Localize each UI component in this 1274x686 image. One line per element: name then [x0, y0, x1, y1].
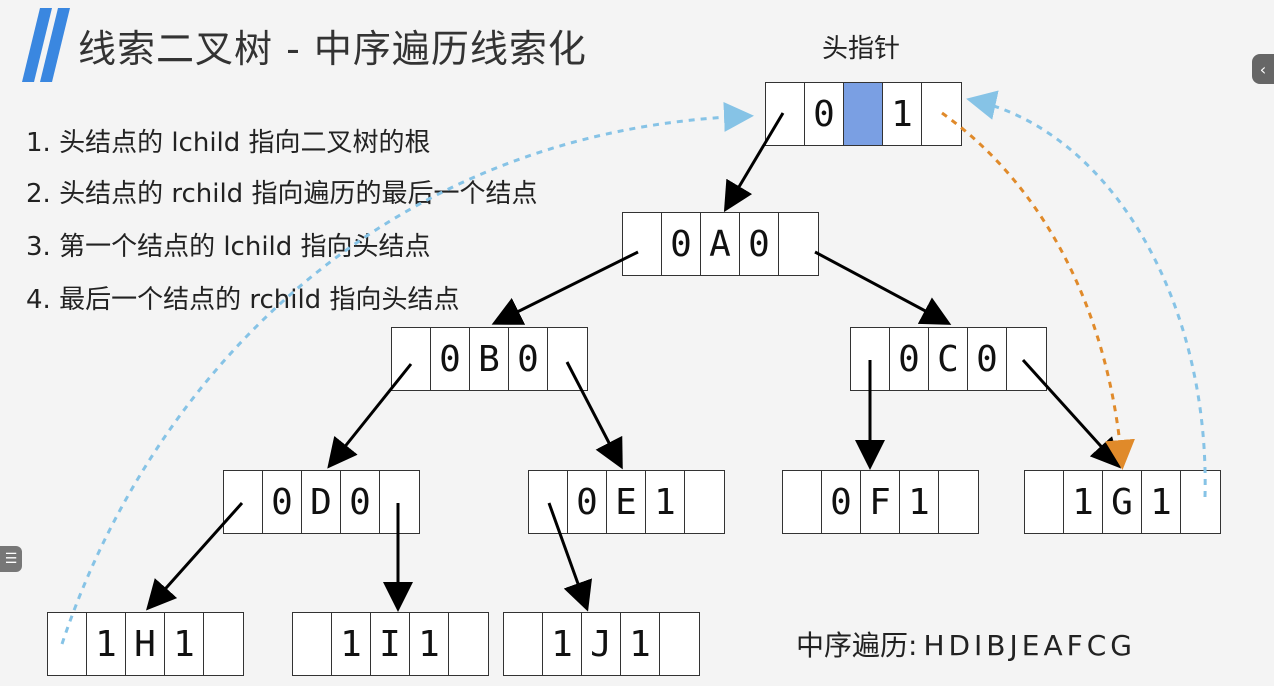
- rule-3: 3. 第一个结点的 lchild 指向头结点: [26, 232, 431, 262]
- node-cell: 1: [165, 613, 204, 675]
- node-cell: 0: [822, 471, 861, 533]
- edge-a-b: [491, 250, 639, 325]
- node-cell: 1: [900, 471, 939, 533]
- edge-b-e: [565, 361, 623, 470]
- title-accent-bars-icon: [22, 8, 70, 82]
- node-cell: [392, 328, 431, 390]
- node-cell: [783, 471, 822, 533]
- traversal-label: 中序遍历:: [796, 629, 918, 662]
- node-cell: 1: [1064, 471, 1103, 533]
- rule-1: 1. 头结点的 lchild 指向二叉树的根: [26, 128, 431, 158]
- node-cell: I: [371, 613, 410, 675]
- inorder-sequence: 中序遍历:HDIBJEAFCG: [796, 624, 1136, 664]
- node-cell: [529, 471, 568, 533]
- edge-b-d: [327, 363, 413, 469]
- head-node-ltag: 0: [805, 83, 844, 145]
- head-node-rtag: 1: [883, 83, 922, 145]
- node-cell: 0: [431, 328, 470, 390]
- node-cell: 1: [332, 613, 371, 675]
- node-cell: J: [582, 613, 621, 675]
- node-cell: 0: [568, 471, 607, 533]
- node-cell: 0: [341, 471, 380, 533]
- node-cell: [293, 613, 332, 675]
- node-cell: 0: [263, 471, 302, 533]
- node-cell: [504, 613, 543, 675]
- collapse-chevron-icon[interactable]: ‹: [1252, 54, 1274, 84]
- node-cell: F: [861, 471, 900, 533]
- node-cell: 1: [410, 613, 449, 675]
- node-cell: H: [126, 613, 165, 675]
- node-cell: C: [929, 328, 968, 390]
- node-cell: D: [302, 471, 341, 533]
- head-node: 0 1: [765, 82, 962, 146]
- node-cell: [224, 471, 263, 533]
- node-cell: [1025, 471, 1064, 533]
- rule-2: 2. 头结点的 rchild 指向遍历的最后一个结点: [26, 179, 538, 209]
- node-cell: 1: [87, 613, 126, 675]
- edge-head-a: [723, 112, 785, 213]
- head-node-lchild: [766, 83, 805, 145]
- node-cell: 0: [740, 213, 779, 275]
- node-cell: 1: [646, 471, 685, 533]
- node-cell: B: [470, 328, 509, 390]
- thread-h-to-head: [60, 101, 754, 645]
- edge-d-h: [146, 502, 244, 611]
- list-icon[interactable]: ☰: [0, 546, 22, 572]
- rule-4: 4. 最后一个结点的 rchild 指向头结点: [26, 285, 460, 315]
- node-cell: 0: [509, 328, 548, 390]
- node-cell: [851, 328, 890, 390]
- head-pointer-label: 头指针: [822, 34, 901, 64]
- node-cell: 0: [890, 328, 929, 390]
- node-cell: [623, 213, 662, 275]
- node-cell: 1: [543, 613, 582, 675]
- node-cell: [48, 613, 87, 675]
- node-cell: G: [1103, 471, 1142, 533]
- head-node-data: [844, 83, 883, 145]
- node-cell: 1: [1142, 471, 1181, 533]
- node-cell: E: [607, 471, 646, 533]
- node-cell: 0: [968, 328, 1007, 390]
- page-title: 线索二叉树 - 中序遍历线索化: [78, 27, 587, 71]
- traversal-sequence: HDIBJEAFCG: [923, 629, 1136, 662]
- edge-c-g: [1021, 358, 1122, 469]
- thread-g-to-head: [966, 90, 1207, 498]
- thread-head-to-g: [941, 111, 1135, 470]
- edge-e-j: [547, 502, 593, 612]
- node-cell: 1: [621, 613, 660, 675]
- node-cell: 0: [662, 213, 701, 275]
- edge-a-c: [814, 250, 952, 325]
- node-cell: A: [701, 213, 740, 275]
